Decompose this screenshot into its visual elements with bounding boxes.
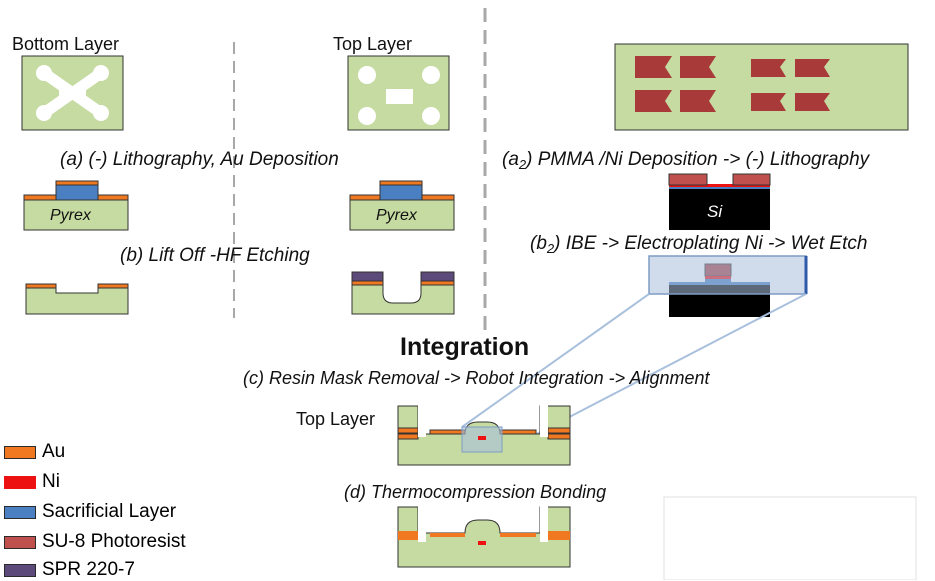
legend-swatch-ni	[4, 475, 36, 489]
top-layer-c-label: Top Layer	[296, 409, 376, 429]
top-cross-section-b	[351, 271, 455, 315]
pyrex-label-bottom: Pyrex	[50, 207, 91, 224]
legend-label-au: Au	[42, 441, 66, 462]
step-c-label: (c) Resin Mask Removal -> Robot Integrat…	[243, 368, 710, 388]
legend-swatch-su8	[4, 535, 36, 549]
legend-label-spr: SPR 220-7	[42, 559, 135, 580]
integration-heading: Integration	[400, 333, 530, 361]
legend-item-sacrificial: Sacrificial Layer	[4, 501, 177, 522]
step-a2-label: (a2) PMMA /Ni Deposition -> (-) Lithogra…	[502, 149, 870, 172]
legend-swatch-spr	[4, 563, 36, 577]
pyrex-label-top: Pyrex	[376, 207, 417, 224]
legend-item-su8: SU-8 Photoresist	[4, 531, 186, 552]
zoom-window	[648, 255, 807, 295]
legend-label-sacrificial: Sacrificial Layer	[42, 501, 177, 522]
si-cross-section-a2	[668, 173, 771, 230]
legend-swatch-au	[4, 445, 36, 459]
step-a-label: (a) (-) Lithography, Au Deposition	[60, 149, 339, 170]
legend-item-spr: SPR 220-7	[4, 559, 135, 580]
su8-mask	[614, 43, 909, 131]
step-b2-label: (b2) IBE -> Electroplating Ni -> Wet Etc…	[530, 233, 868, 256]
zoom-target	[461, 426, 503, 453]
legend-item-ni: Ni	[4, 471, 60, 492]
bottom-layer-title: Bottom Layer	[12, 34, 120, 54]
legend-label-su8: SU-8 Photoresist	[42, 531, 186, 552]
legend-item-au: Au	[4, 441, 66, 462]
zoom-line-1	[461, 293, 650, 428]
si-label: Si	[707, 202, 723, 221]
bottom-cross-section-a	[23, 180, 129, 231]
bottom-layer-mask	[21, 55, 124, 131]
top-layer-title: Top Layer	[333, 34, 413, 54]
bottom-cross-section-b	[25, 283, 129, 315]
legend-label-ni: Ni	[42, 471, 60, 492]
si-cross-section-b2	[648, 255, 808, 317]
bonding-cross-section	[397, 500, 571, 568]
legend-swatch-sacrificial	[4, 505, 36, 519]
top-layer-mask	[347, 55, 450, 131]
integration-cross-section	[397, 392, 571, 466]
empty-panel	[663, 496, 917, 580]
step-d-label: (d) Thermocompression Bonding	[344, 482, 607, 502]
top-cross-section-a	[349, 180, 455, 231]
step-b-label: (b) Lift Off -HF Etching	[120, 245, 310, 266]
